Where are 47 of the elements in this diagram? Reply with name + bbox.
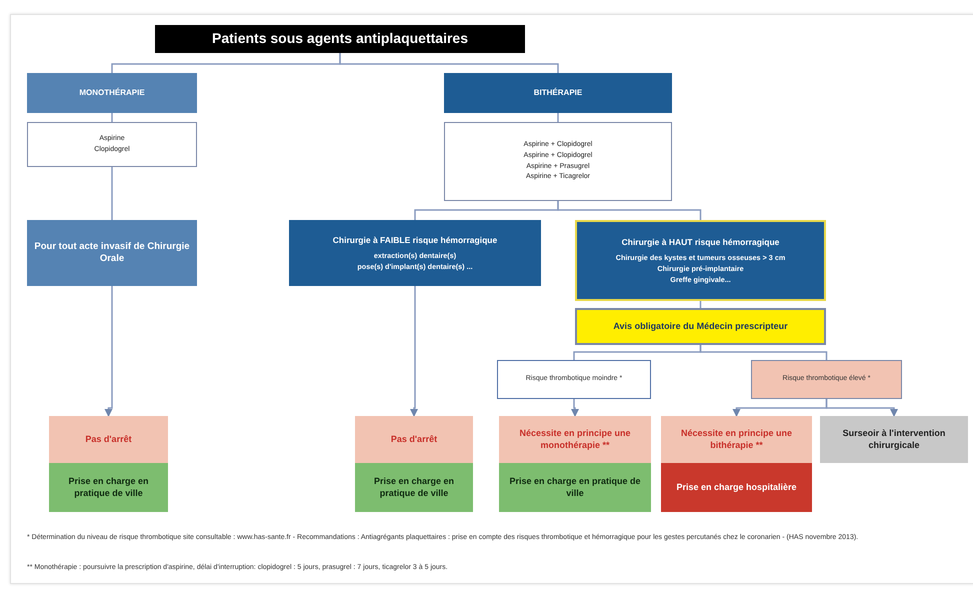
- connector-line: [557, 113, 559, 122]
- connector-line: [700, 301, 702, 308]
- outcome-box: [499, 463, 651, 512]
- outcome-box: [49, 463, 168, 512]
- condition-box: [751, 360, 902, 399]
- process-box: [27, 220, 197, 286]
- connector-line: [111, 113, 113, 122]
- arrow: [104, 286, 113, 417]
- outcome-box: [355, 463, 473, 512]
- outcome-box: [499, 416, 651, 463]
- arrow: [571, 399, 579, 417]
- box-text: Prise en charge hospitalière: [676, 482, 797, 494]
- box-text: Prise en charge en pratique de ville: [508, 476, 642, 499]
- box-text: Pour tout acte invasif de Chirurgie Orale: [33, 241, 191, 265]
- arrow: [410, 286, 418, 417]
- connector-line: [111, 167, 113, 220]
- box-text: Surseoir à l'intervention chirurgicale: [842, 428, 946, 451]
- box-text: Pas d'arrêt: [390, 434, 438, 446]
- box-text: Prise en charge en pratique de ville: [372, 476, 456, 499]
- connector-line: [700, 345, 828, 360]
- condition-box: [497, 360, 651, 399]
- box-text: Nécessite en principe une monothérapie **: [518, 428, 632, 451]
- box-text: MONOTHÉRAPIE: [79, 88, 145, 98]
- category-box: [444, 73, 672, 113]
- arrow: [826, 399, 898, 417]
- category-box: [27, 73, 197, 113]
- connector-line: [339, 53, 559, 73]
- box-text: Chirurgie à HAUT risque hémorragique: [622, 237, 780, 248]
- box-text: Patients sous agents antiplaquettaires: [212, 30, 468, 48]
- process-box: [289, 220, 541, 286]
- outcome-box: [661, 416, 812, 463]
- outcome-box: [661, 463, 812, 512]
- title-box: [155, 25, 525, 53]
- outcome-box: [49, 416, 168, 463]
- box-text: Prise en charge en pratique de ville: [67, 476, 150, 499]
- connector-line: [557, 201, 702, 220]
- process-box: [575, 220, 826, 301]
- box-text: Pas d'arrêt: [85, 434, 132, 446]
- decision-box: [575, 308, 826, 345]
- drug-list-box: [27, 122, 197, 167]
- box-text: Chirurgie à FAIBLE risque hémorragique: [332, 235, 498, 246]
- drug-list-box: [444, 122, 672, 201]
- box-text: Avis obligatoire du Médecin prescripteur: [613, 320, 788, 332]
- box-text: BITHÉRAPIE: [534, 88, 582, 98]
- outcome-box: [820, 416, 968, 463]
- box-text: Nécessite en principe une bithérapie **: [680, 428, 794, 451]
- outcome-box: [355, 416, 473, 463]
